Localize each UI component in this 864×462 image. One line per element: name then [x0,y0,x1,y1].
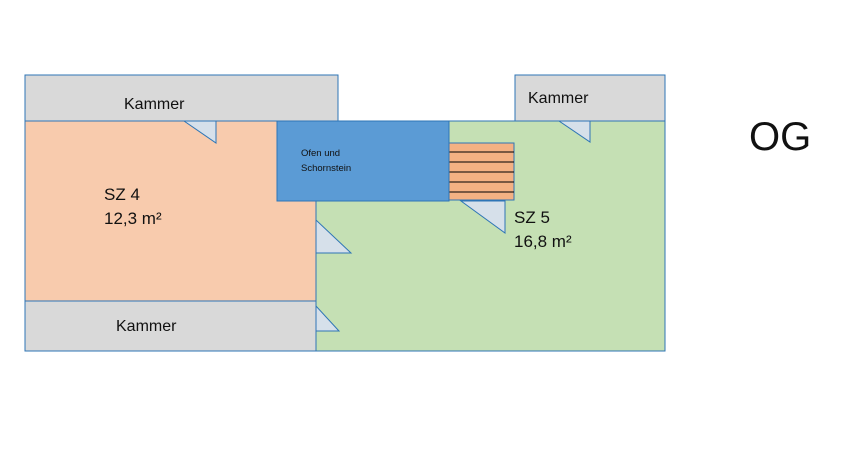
door-sz4 [315,218,353,254]
kammer-top-right-label: Kammer [528,90,589,107]
room-sz4 [24,120,317,302]
door-sz5-top [459,200,506,234]
kammer-top-left-label: Kammer [124,96,185,113]
staircase [448,142,515,201]
ofen-label-line2: Schornstein [301,163,351,174]
room-ofen [276,120,450,202]
sz5-area-label: 16,8 m² [514,232,572,251]
ofen-label-line1: Ofen und [301,148,340,159]
door-kammer-top-right [557,120,591,143]
sz5-name-label: SZ 5 [514,208,550,227]
sz4-name-label: SZ 4 [104,185,140,204]
door-kammer-top-left [182,120,217,144]
sz4-area-label: 12,3 m² [104,209,162,228]
room-kammer-bottom-left [24,300,317,352]
room-kammer-top-left [24,74,339,122]
kammer-bottom-left-label: Kammer [116,318,177,335]
floor-label: OG [749,115,811,159]
door-kammer-bottom-left [315,304,341,332]
